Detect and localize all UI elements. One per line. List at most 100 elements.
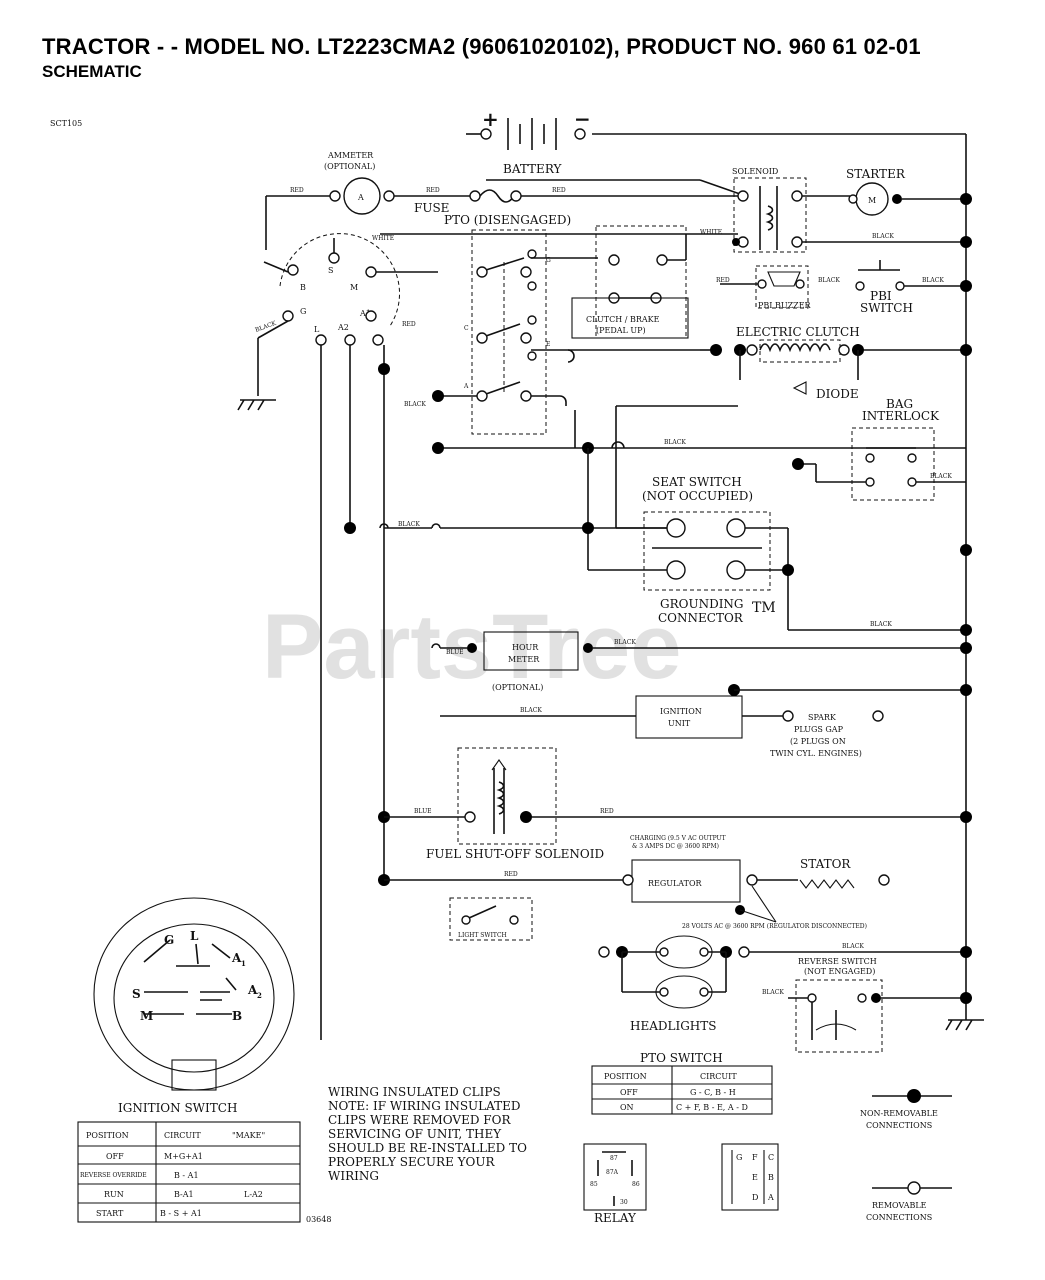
wire-red-fuse: RED — [426, 187, 440, 194]
face-a1: A — [231, 951, 242, 965]
electric-clutch-label: ELECTRIC CLUTCH — [736, 325, 860, 339]
hour-meter-line2: METER — [508, 655, 540, 664]
fuse-label: FUSE — [414, 201, 449, 215]
relay-diagram: 87 87A 85 86 30 RELAY — [583, 1143, 647, 1225]
pbi-buzzer-label: PBI BUZZER — [758, 301, 812, 310]
term-b: B — [300, 283, 306, 292]
pto-pin-e: E — [546, 341, 550, 348]
ign-hdr-position: POSITION — [86, 1131, 129, 1140]
legend-removable-line1: REMOVABLE — [872, 1201, 927, 1210]
conn-g: G — [736, 1153, 742, 1162]
ignition-switch-terminals: S B M G L A2 A1 — [279, 233, 400, 346]
fuel-solenoid-label: FUEL SHUT-OFF SOLENOID — [426, 847, 604, 861]
face-a2: A — [247, 983, 258, 997]
grounding-connector-line2: CONNECTOR — [658, 611, 744, 625]
relay-pin-86: 86 — [632, 1181, 640, 1188]
solenoid: SOLENOID — [732, 167, 807, 253]
wire-red-pto: RED — [402, 321, 416, 328]
wire-red-fuel: RED — [600, 808, 614, 815]
clutch-brake-line1: CLUTCH / BRAKE — [586, 315, 660, 324]
watermark-tm: TM — [752, 600, 776, 616]
seat-switch-line1: SEAT SWITCH — [652, 475, 742, 489]
ign-hdr-make: "MAKE" — [232, 1131, 265, 1140]
wire-black-pbi: BLACK — [922, 277, 944, 284]
pbi-switch: PBI SWITCH — [855, 260, 913, 315]
ign-row3-pos: RUN — [104, 1190, 124, 1199]
light-switch-label: LIGHT SWITCH — [458, 932, 507, 939]
seat-switch-line2: (NOT OCCUPIED) — [642, 489, 753, 503]
ammeter: AMMETER (OPTIONAL) A — [324, 151, 395, 215]
wire-black-g: BLACK — [254, 320, 277, 334]
stator: STATOR — [799, 857, 890, 889]
pto-switch-table: PTO SWITCH POSITION CIRCUIT OFF G - C, B… — [591, 1051, 773, 1115]
reg-note-line1: CHARGING (9.5 V AC OUTPUT — [630, 835, 726, 842]
regulator-label: REGULATOR — [648, 879, 703, 888]
hour-meter-line1: HOUR — [512, 643, 539, 652]
relay-pin-85: 85 — [590, 1181, 598, 1188]
wire-red-ammeter: RED — [290, 187, 304, 194]
wire-black-pto: BLACK — [404, 401, 426, 408]
pto-row2-circuit: C + F, B - E, A - D — [676, 1103, 748, 1112]
pto-hdr-circuit: CIRCUIT — [700, 1072, 737, 1081]
note-line-7: WIRING — [328, 1169, 379, 1183]
relay-pin-30: 30 — [620, 1199, 628, 1206]
term-a2: A2 — [337, 323, 349, 332]
solenoid-label: SOLENOID — [732, 167, 778, 176]
note-line-6: PROPERLY SECURE YOUR — [328, 1155, 496, 1169]
bag-interlock-line2: INTERLOCK — [862, 409, 940, 423]
seat-switch: SEAT SWITCH (NOT OCCUPIED) — [642, 475, 771, 591]
conn-c: C — [768, 1153, 774, 1162]
face-l: L — [190, 929, 199, 943]
starter-motor: STARTER M — [846, 167, 906, 216]
ignition-unit-line2: UNIT — [668, 719, 691, 728]
pto-label: PTO (DISENGAGED) — [444, 213, 571, 227]
conn-a: A — [767, 1193, 774, 1202]
ammeter-label: AMMETER — [327, 151, 374, 160]
pto-switch: PTO (DISENGAGED) G C E A — [444, 213, 571, 435]
bag-interlock-line1: BAG — [886, 397, 913, 411]
drawing-number: 03648 — [306, 1215, 331, 1224]
clutch-brake-box — [571, 297, 689, 339]
wire-black-solenoid: BLACK — [872, 233, 894, 240]
ground-symbol-left — [237, 399, 276, 411]
wire-black-reverse: BLACK — [762, 989, 784, 996]
wire-white: WHITE — [372, 235, 394, 242]
relay-pin-87a: 87A — [606, 1169, 619, 1176]
wire-black-seat: BLACK — [398, 521, 420, 528]
bag-interlock: BAG INTERLOCK — [851, 397, 940, 501]
note-line-2: NOTE: IF WIRING INSULATED — [328, 1099, 521, 1113]
legend-removable-line2: CONNECTIONS — [866, 1213, 932, 1222]
fuse: FUSE — [414, 189, 522, 215]
ign-row1-pos: OFF — [106, 1152, 124, 1161]
spark-line1: SPARK — [808, 713, 837, 722]
pto-pin-a: A — [463, 383, 469, 390]
note-line-5: SHOULD BE RE-INSTALLED TO — [328, 1141, 527, 1155]
spark-line3: (2 PLUGS ON — [790, 737, 846, 746]
ammeter-symbol: A — [357, 193, 364, 202]
reg-note-line2: & 3 AMPS DC @ 3600 RPM) — [632, 843, 719, 850]
face-b: B — [232, 1009, 242, 1023]
term-s: S — [328, 266, 333, 275]
pbi-buzzer: PBI BUZZER — [755, 265, 812, 310]
ignition-switch-table: POSITION CIRCUIT "MAKE" OFF M+G+A1 REVER… — [77, 1121, 301, 1223]
reverse-switch: REVERSE SWITCH (NOT ENGAGED) — [795, 957, 883, 1053]
wire-black-ign: BLACK — [520, 707, 542, 714]
legend-nonremovable-line2: CONNECTIONS — [866, 1121, 932, 1130]
headlights: HEADLIGHTS — [598, 935, 750, 1033]
conn-d: D — [752, 1193, 758, 1202]
electric-clutch: ELECTRIC CLUTCH — [710, 325, 864, 380]
battery-negative: − — [574, 107, 591, 131]
spark-line4: TWIN CYL. ENGINES) — [770, 749, 862, 758]
face-a1-sub: 1 — [241, 959, 246, 968]
face-g: G — [164, 933, 174, 947]
ign-row4-circuit: B - S + A1 — [160, 1209, 202, 1218]
wire-black-hour: BLACK — [614, 639, 636, 646]
diagram-code: SCT105 — [50, 119, 82, 128]
fuel-shutoff-solenoid: FUEL SHUT-OFF SOLENOID — [426, 747, 604, 861]
reverse-line2: (NOT ENGAGED) — [804, 967, 875, 976]
legend: NON-REMOVABLE CONNECTIONS REMOVABLE CONN… — [860, 1089, 952, 1222]
pto-row1-circuit: G - C, B - H — [690, 1088, 736, 1097]
ignition-switch-title: IGNITION SWITCH — [118, 1101, 237, 1115]
pbi-switch-line2: SWITCH — [860, 301, 913, 315]
